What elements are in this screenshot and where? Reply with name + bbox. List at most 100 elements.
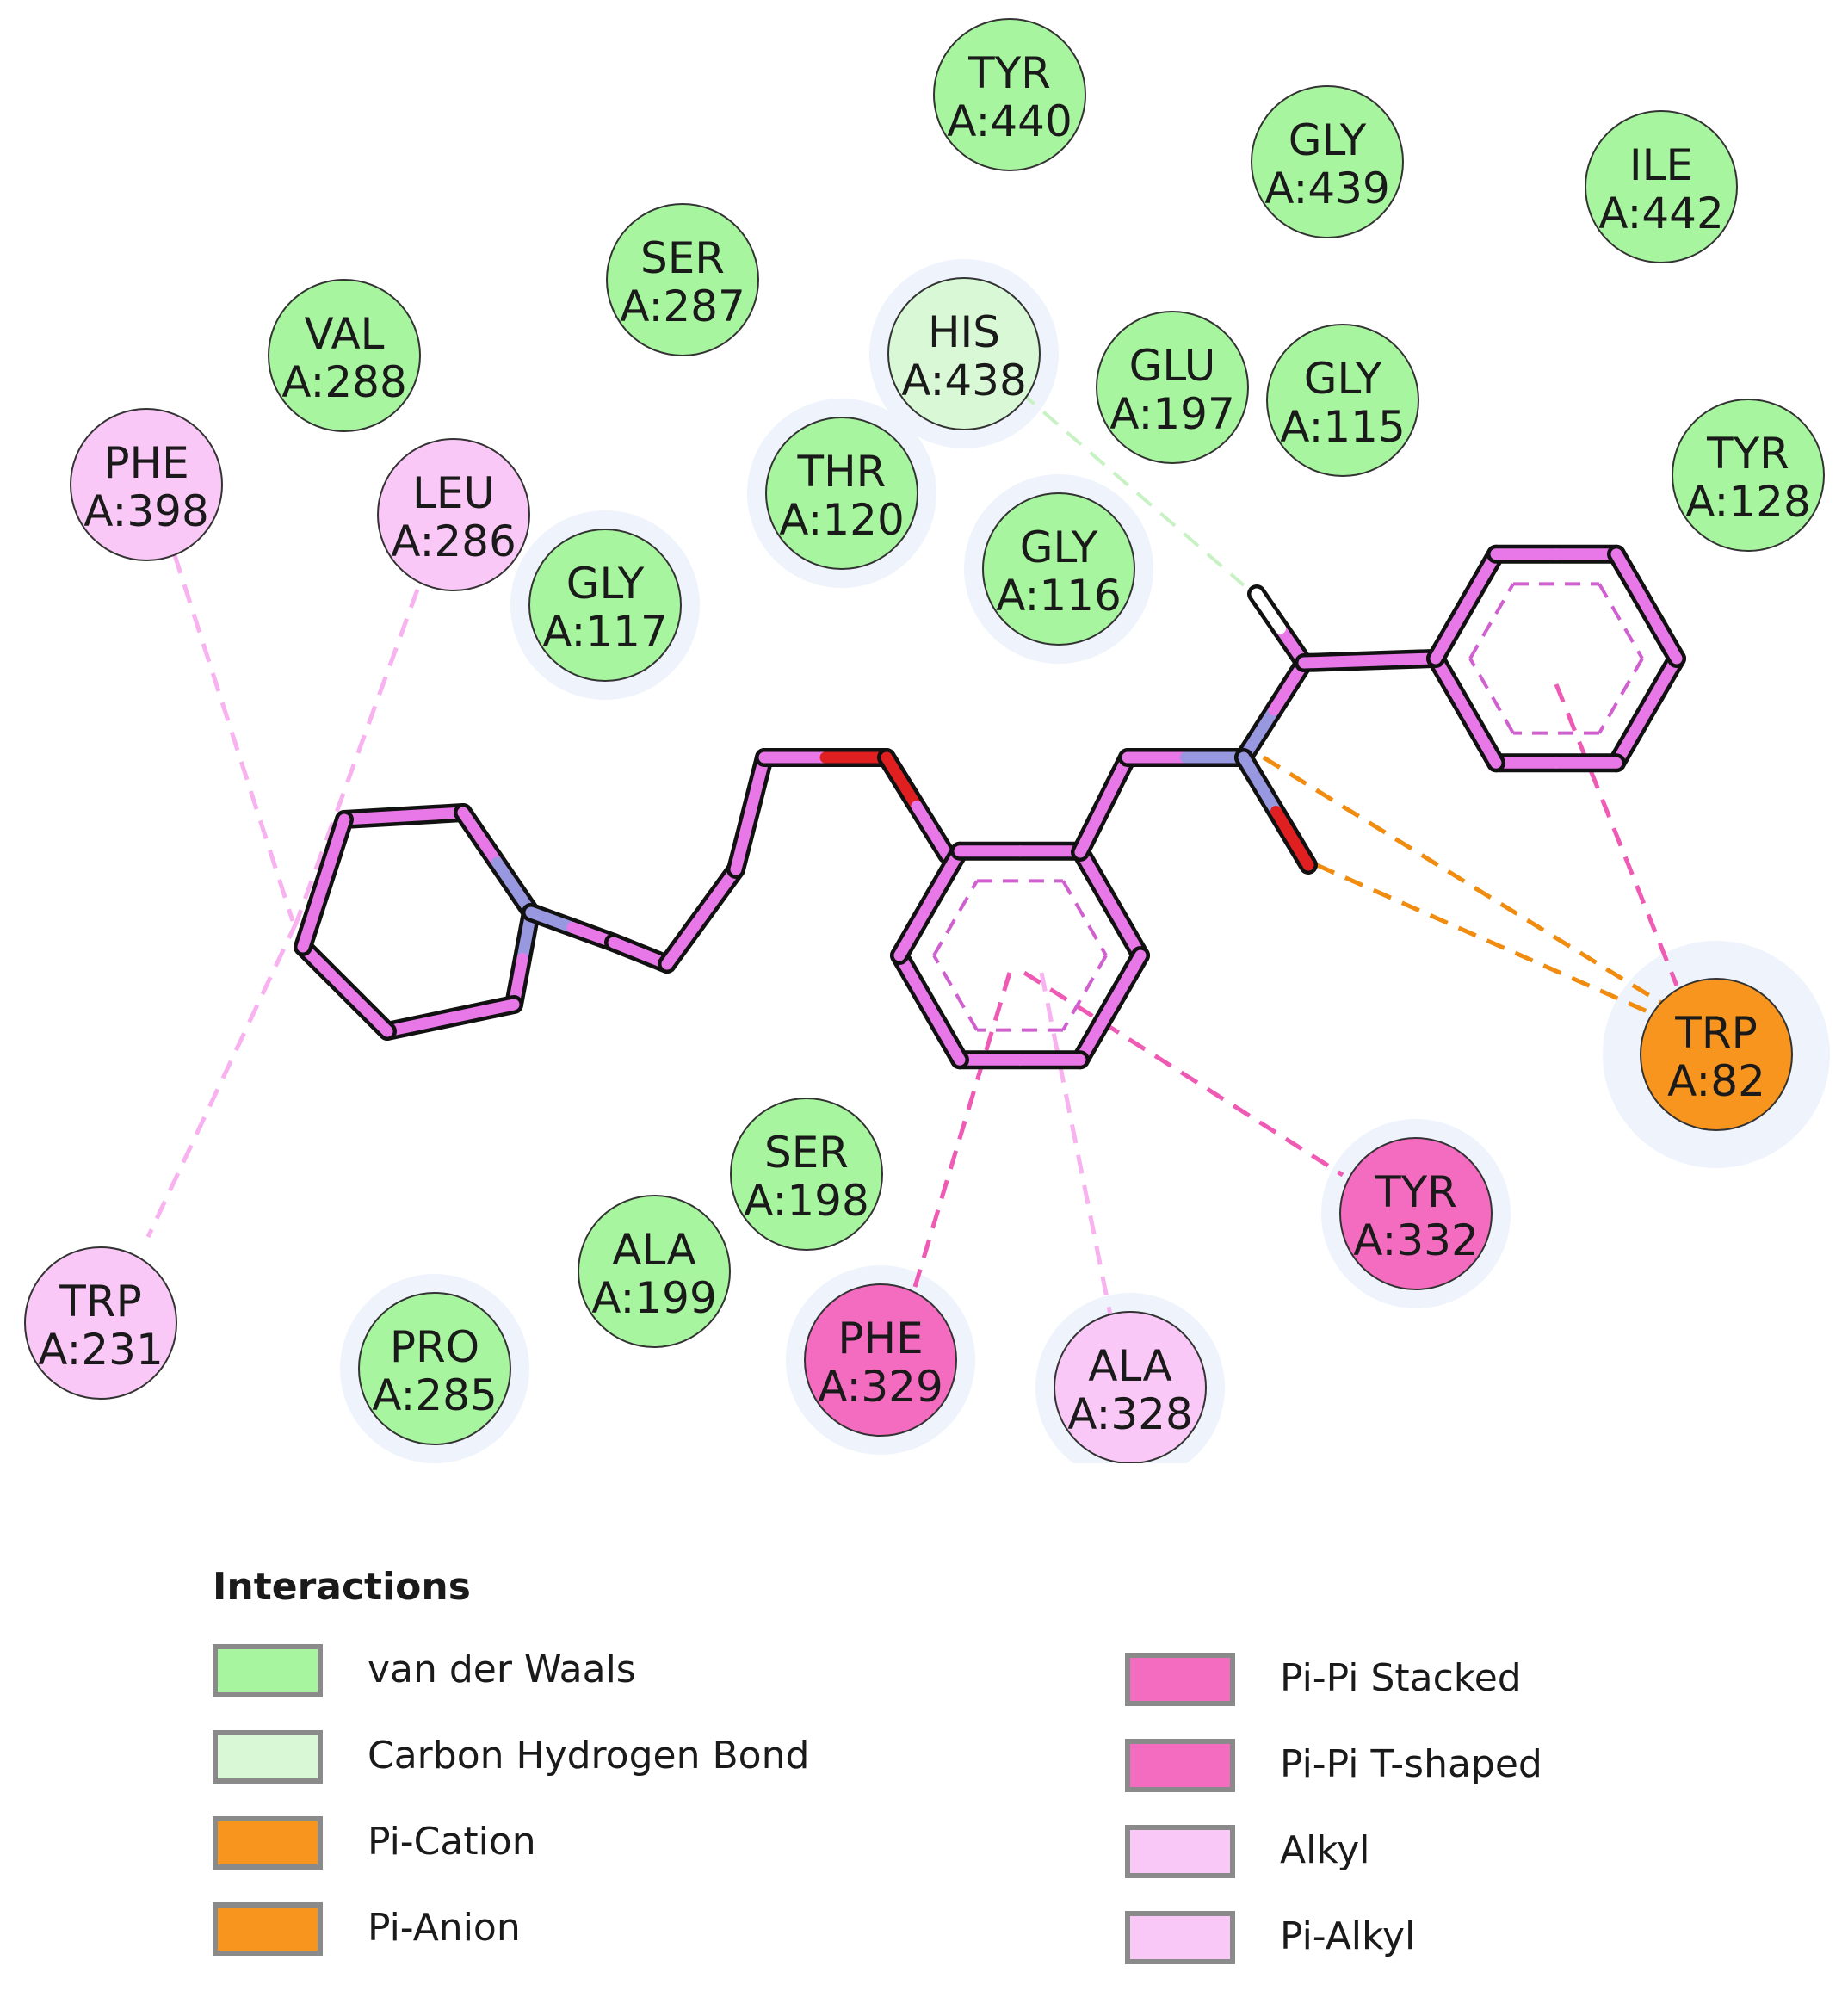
pi-pi-stacked-line [912, 972, 1012, 1288]
residue-name: GLY [1020, 522, 1098, 572]
residue-id: A:329 [818, 1362, 943, 1412]
residue-name: THR [797, 447, 887, 497]
residue-circle [377, 438, 530, 591]
residue-name: GLY [1304, 354, 1382, 404]
aromatic-bond [1598, 657, 1644, 734]
bond [745, 751, 770, 819]
bond [1460, 705, 1502, 769]
residue-circle [1339, 1137, 1493, 1290]
legend-label: Pi-Pi T-shaped [1280, 1742, 1542, 1786]
residue-id: A:116 [996, 571, 1122, 621]
legend-swatch [213, 1902, 323, 1956]
residue-circle [606, 203, 759, 356]
bond [525, 906, 578, 933]
residue-id: A:128 [1685, 477, 1811, 527]
residue-circle [765, 417, 918, 570]
bond [1238, 751, 1282, 817]
bond [457, 807, 503, 869]
residue-id: A:287 [620, 281, 745, 331]
residue-circle [982, 492, 1135, 646]
residue-circle [1672, 399, 1825, 552]
residue-name: TRP [59, 1277, 141, 1326]
legend-swatch [1125, 1653, 1235, 1706]
legend-label: Pi-Alkyl [1280, 1914, 1416, 1958]
residue-id: A:286 [391, 516, 516, 566]
bond [1460, 548, 1502, 612]
residue-circle [1054, 1311, 1207, 1463]
legend-swatch [213, 1644, 323, 1697]
bond [893, 897, 936, 961]
pi-cation-line [1262, 755, 1663, 1005]
aromatic-bond [932, 880, 979, 957]
residue-name: PHE [837, 1314, 923, 1363]
bond [318, 813, 350, 889]
residue-name: LEU [412, 468, 495, 518]
alkyl-interaction-line [294, 589, 420, 922]
residue-name: PHE [103, 438, 189, 488]
residue-id: A:440 [947, 96, 1072, 146]
residue-name: HIS [928, 307, 1000, 357]
residue-circle [24, 1246, 177, 1400]
legend-label: Pi-Pi Stacked [1280, 1656, 1522, 1700]
bond [1641, 600, 1683, 665]
pi-alkyl-line [1039, 972, 1113, 1316]
residue-id: A:332 [1353, 1215, 1479, 1265]
residue-id: A:231 [38, 1325, 164, 1375]
legend-swatch [1125, 1739, 1235, 1792]
residue-name: PRO [390, 1322, 479, 1372]
legend-swatch [213, 1816, 323, 1870]
bond [339, 983, 393, 1037]
pi-pi-tshaped-line [1023, 970, 1344, 1178]
bond [297, 877, 330, 953]
residue-circle [1640, 978, 1793, 1131]
bond [491, 856, 537, 918]
bond [381, 1012, 456, 1037]
legend-label: Alkyl [1280, 1828, 1370, 1872]
residue-name: TYR [967, 48, 1051, 98]
residue-circle [358, 1292, 511, 1445]
aromatic-bond [1468, 657, 1515, 734]
residue-name: ALA [612, 1225, 695, 1275]
residue-name: GLU [1129, 341, 1216, 391]
residue-id: A:439 [1264, 164, 1390, 213]
alkyl-interaction-line [145, 919, 300, 1239]
legend-swatch [213, 1730, 323, 1784]
bond [1641, 652, 1683, 717]
residue-name: SER [640, 233, 725, 283]
aromatic-bond [932, 954, 979, 1031]
residue-name: TRP [1674, 1008, 1757, 1058]
ligand-structure [294, 544, 1686, 1070]
residue-id: A:198 [744, 1176, 869, 1226]
bond [1104, 897, 1147, 961]
residue-id: A:197 [1109, 389, 1235, 439]
pi-cation-line [1554, 683, 1679, 986]
residue-name: ILE [1629, 140, 1693, 190]
pi-anion-line [1315, 863, 1659, 1018]
bond [1251, 588, 1286, 634]
bond [1298, 655, 1375, 669]
aromatic-bond [1061, 954, 1108, 1031]
legend-label: Pi-Anion [368, 1906, 521, 1950]
residue-circle [1251, 85, 1404, 238]
residue-name: SER [764, 1128, 849, 1178]
residue-id: A:288 [281, 357, 407, 407]
legend-label: Pi-Cation [368, 1820, 536, 1864]
residue-circle [268, 279, 421, 432]
bond [1430, 600, 1472, 665]
residue-circle [1266, 324, 1419, 477]
residue-id: A:438 [901, 356, 1027, 405]
